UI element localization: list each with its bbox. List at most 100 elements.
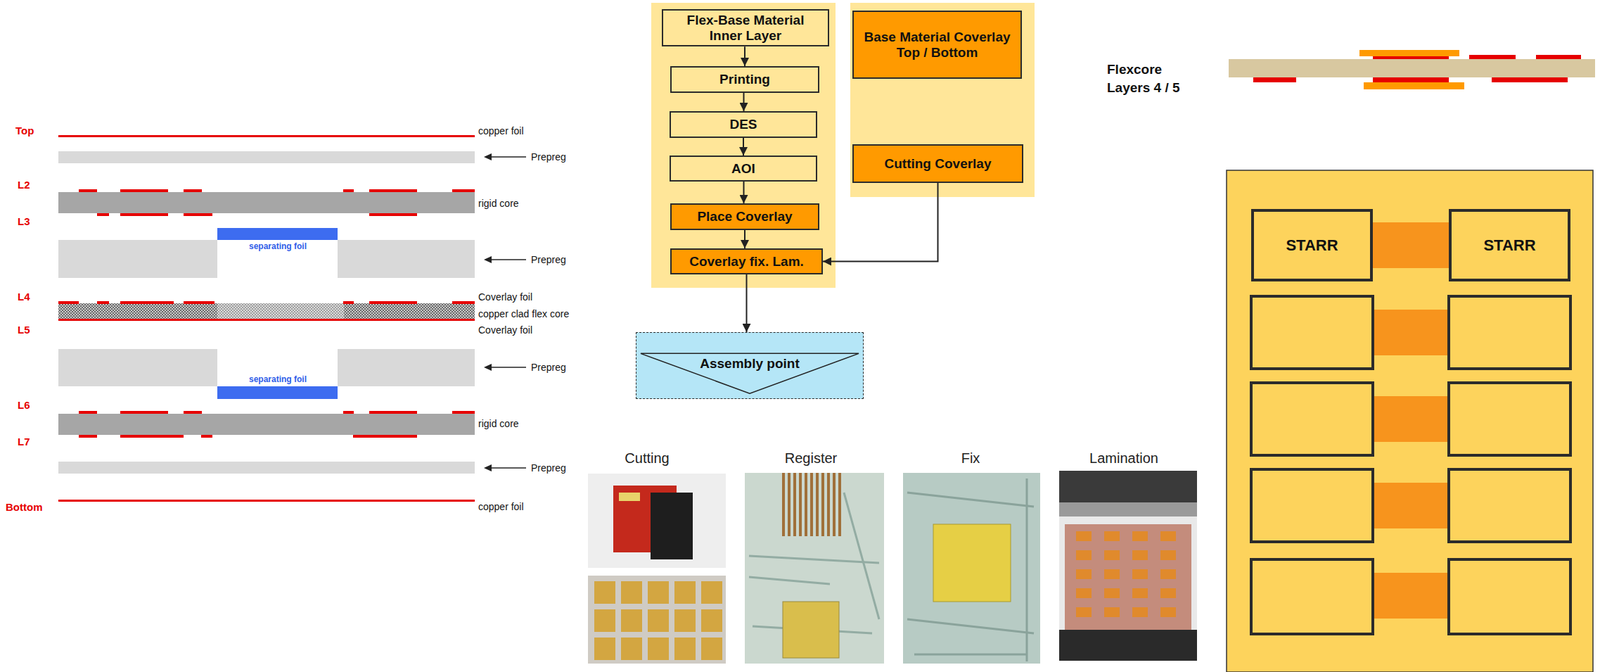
coverlay-piece [1104,606,1120,617]
layer-name: L6 [17,398,31,411]
pcb-trace [914,653,1027,656]
leader-arrow [490,466,527,469]
node-text: STARR [1285,236,1338,254]
separating-foil [217,227,338,240]
node-text: Printing [719,71,771,88]
coverlay-piece [701,580,723,604]
process-panel [651,2,836,288]
copper-trace [452,301,475,304]
pcb-trace [907,492,1034,507]
copper-trace [1372,77,1449,83]
coverlay-piece [1160,587,1176,598]
flex-link [1372,482,1449,529]
process-box: Cutting Coverlay [852,144,1024,183]
layer-label: rigid core [478,197,520,209]
rigid-core [58,192,475,214]
coverlay-piece [1160,606,1176,617]
coverlay-piece [1132,549,1148,560]
copper-trace [1469,54,1516,60]
node-text: STARR [1483,236,1536,254]
node-text: Assembly point [699,355,799,372]
coverlay-piece [1104,587,1120,598]
node-text: Flex-Base Material Inner Layer [668,12,823,44]
coverlay-piece [1104,568,1120,579]
pcb-trace [1026,478,1029,662]
coverlay [1363,82,1465,90]
copper-trace [1372,56,1449,60]
flex-trace [827,472,830,536]
coverlay-piece [594,580,616,604]
rigid-board [1448,469,1571,542]
coverlay-piece [1132,606,1148,617]
layer-name: L3 [17,215,31,228]
layer-label: Prepreg [530,361,567,373]
coverlay-region [217,303,344,319]
coverlay-piece [1132,530,1148,541]
layer-label: Coverlay foil [478,324,533,336]
layer-name: Top [15,124,34,137]
coverlay-piece [594,637,616,660]
arrow-head [483,363,492,371]
rigid-board [1251,559,1373,634]
copper-foil [58,135,475,138]
flex-trace [793,472,797,536]
pcb-trace [843,492,880,619]
step-caption: Cutting [624,450,669,467]
photo-register [744,472,885,664]
copper-trace [343,410,354,414]
pcb-trace [749,555,880,563]
assembly-point: Assembly point [635,331,864,399]
copper-trace [1253,77,1297,83]
coverlay-piece [674,637,696,660]
prepreg [337,239,475,278]
section-title: Flexcore Layers 4 / 5 [1106,60,1193,97]
coverlay-piece [621,609,643,632]
copper-trace [78,434,98,438]
photo-lamination [1059,470,1198,661]
process-box: Base Material Coverlay Top / Bottom [852,10,1022,79]
flow-arrow [742,137,745,156]
flex-link [1372,572,1449,619]
photo-cutting [587,473,726,568]
copper-trace [183,213,213,216]
foil-label: separating foil [248,241,307,252]
copper-trace [343,189,354,192]
node-text: DES [729,116,757,133]
coverlay-piece [933,523,1011,602]
copper-trace [120,189,169,192]
coverlay-piece [1076,587,1092,598]
coverlay-piece [647,580,669,604]
coverlay-piece [647,609,669,632]
coverlay-piece [594,609,616,632]
process-box: DES [669,111,818,138]
rigid-board [1251,296,1373,369]
rigid-core [58,413,475,435]
coverlay-piece [674,580,696,604]
prepreg [58,348,218,387]
flex-trace [810,472,814,536]
pcb-trace [907,618,1034,633]
copper-trace [452,189,475,192]
leader-arrow [490,156,527,158]
copper-trace [369,189,418,192]
layer-label: copper clad flex core [478,308,569,320]
copper-foil [58,499,475,502]
flex-link [1372,222,1449,268]
layer-name: L4 [17,290,31,303]
copper-trace [97,213,110,216]
flow-arrow [744,229,746,249]
press-plate [1064,523,1192,630]
process-box: Printing [670,66,820,93]
flex-trace [804,472,808,536]
layer-label: Prepreg [530,462,567,474]
process-panel [850,2,1035,197]
press-top [1059,470,1198,503]
layer-name: L7 [17,435,31,448]
copper-trace [343,301,354,304]
layer-label: copper foil [478,125,524,137]
flow-arrow [743,181,745,204]
rigid-board [1448,559,1571,634]
copper-trace [1491,77,1568,83]
flow-arrow [822,182,939,262]
coverlay-piece [1160,549,1176,560]
